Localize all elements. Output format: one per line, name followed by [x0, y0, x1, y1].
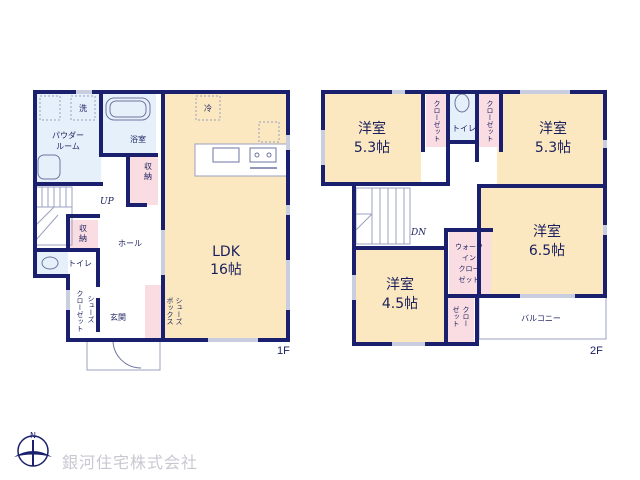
- closet-s-label-1: クロー: [462, 306, 470, 327]
- windows-2f: [321, 90, 607, 346]
- windows-1f: [66, 90, 290, 342]
- bathtub-icon: [105, 97, 151, 121]
- porch: [86, 339, 161, 371]
- washer-label: 洗: [79, 103, 87, 113]
- storage-1f-a-label-1: 収: [144, 161, 152, 171]
- entrance-label: 玄関: [110, 312, 126, 322]
- powder-room-floor: [35, 92, 101, 182]
- shoe-closet-label-2: クローゼット: [76, 290, 84, 332]
- toilet-floor-1f: [36, 250, 68, 276]
- wic-label-1: ウォーク: [455, 243, 483, 251]
- toilet-2f-label: トイレ: [452, 124, 476, 133]
- wic-label-4: ゼット: [459, 275, 480, 284]
- compass-north-label: N: [30, 431, 36, 440]
- basin-icon: [37, 154, 61, 180]
- toilet-2f-floor: [448, 92, 477, 142]
- closet-n2-floor: [479, 92, 501, 147]
- balcony-label: バルコニー: [521, 314, 561, 323]
- room-nw-size: 5.3帖: [354, 140, 390, 156]
- wic-floor: [449, 232, 491, 296]
- storage-1f-b-label-2: 納: [79, 233, 87, 243]
- room-ne-label: 洋室: [539, 120, 567, 137]
- stairs-up-label: UP: [100, 197, 115, 207]
- room-ne-floor: [497, 92, 605, 184]
- washer-space: [70, 95, 96, 121]
- bathroom-label: 浴室: [130, 134, 146, 144]
- company-name: 銀河住宅株式会社: [62, 453, 198, 472]
- storage-1f-b: [68, 220, 98, 250]
- powder-room-label-2: ルーム: [56, 142, 80, 151]
- floor-1: LDK 16帖 浴室 パウダー ルーム 洗 冷 収 納 収 納 ホール トイレ …: [33, 90, 290, 371]
- room-ne-size: 5.3帖: [535, 140, 571, 156]
- room-e-label: 洋室: [533, 223, 561, 240]
- appliance-space: [258, 121, 280, 143]
- toilet-icon-1f: [41, 256, 59, 270]
- storage-1f-b-label-1: 収: [79, 223, 87, 233]
- laundry-space: [39, 95, 61, 121]
- closet-n1-label: クローゼット: [433, 100, 441, 142]
- storage-1f-a-label-2: 納: [144, 171, 152, 181]
- wic-label-2: イン: [462, 254, 476, 262]
- floor-2: 洋室 5.3帖 洋室 5.3帖 洋室 6.5帖 洋室 4.5帖 クローゼット ク…: [321, 90, 607, 357]
- ldk-label: LDK: [212, 244, 241, 260]
- closet-s-floor: [446, 298, 474, 344]
- room-sw-label: 洋室: [386, 276, 414, 293]
- closet-s-label-2: ゼット: [452, 305, 460, 327]
- room-sw-size: 4.5帖: [382, 296, 418, 312]
- shoe-box-label-2: ボックス: [166, 297, 174, 325]
- sink-icon: [212, 147, 240, 163]
- stove-icon: [249, 147, 277, 163]
- room-e-floor: [479, 186, 605, 296]
- ldk-size: 16帖: [210, 262, 242, 278]
- room-nw-floor: [323, 92, 421, 184]
- floor-1-tag: 1F: [277, 345, 290, 357]
- bathroom-floor: [101, 92, 156, 155]
- closet-n2-label: クローゼット: [486, 100, 494, 142]
- compass: N: [14, 431, 52, 467]
- floor-2-tag: 2F: [590, 345, 603, 357]
- fridge-space: [195, 95, 221, 121]
- stairs-dn-label: DN: [410, 228, 427, 238]
- hall-label: ホール: [118, 239, 142, 248]
- room-nw-label: 洋室: [358, 120, 386, 137]
- kitchen-counter: [194, 143, 288, 177]
- shoe-closet-label-1: シューズ: [87, 295, 95, 323]
- entry-door-swing: [112, 339, 142, 369]
- shoe-box-label-1: シューズ: [175, 297, 183, 325]
- balcony-floor: [478, 295, 607, 340]
- powder-room-label-1: パウダー: [52, 130, 84, 140]
- storage-1f-a: [128, 155, 158, 205]
- closet-n1-floor: [426, 92, 448, 147]
- fridge-label: 冷: [204, 103, 212, 113]
- room-sw-floor: [354, 248, 444, 344]
- ldk-floor: [163, 92, 289, 340]
- room-e-size: 6.5帖: [529, 243, 565, 259]
- wic-label-3: クロー: [459, 265, 480, 273]
- toilet-1f-label: トイレ: [68, 259, 92, 268]
- shoe-box-floor: [145, 285, 163, 340]
- stairs-2f: [355, 187, 411, 245]
